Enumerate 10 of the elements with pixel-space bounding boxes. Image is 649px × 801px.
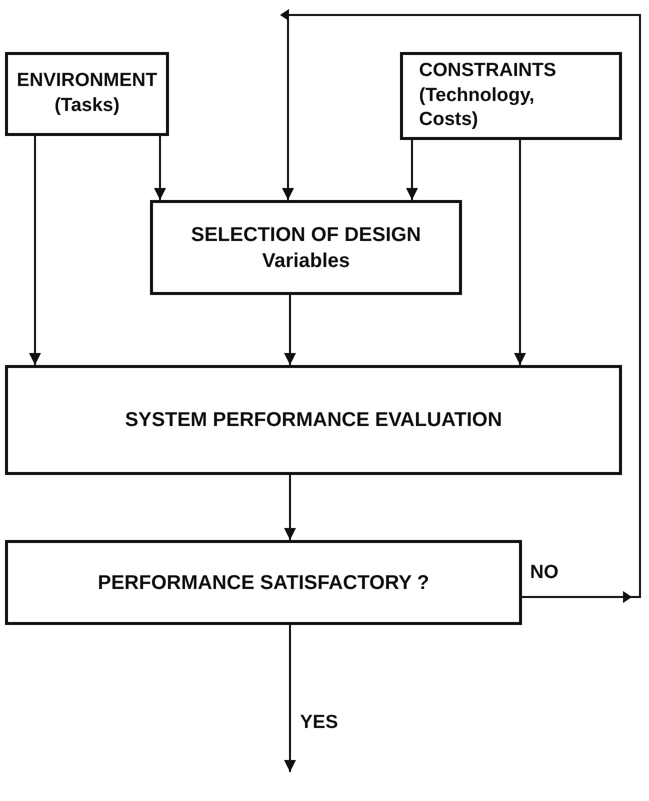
box-label: PERFORMANCE SATISFACTORY ? (98, 570, 430, 596)
process-box (400, 52, 622, 140)
process-box (150, 200, 462, 295)
box-label: SYSTEM PERFORMANCE EVALUATION (124, 408, 502, 433)
process-box (5, 540, 522, 625)
box-label: SELECTION OF DESIGN Variables (190, 222, 422, 274)
box-label: CONSTRAINTS (Technology, Costs) (419, 58, 558, 132)
process-box (5, 365, 622, 475)
process-box (5, 52, 169, 136)
box-label: ENVIRONMENT (Tasks) (16, 69, 158, 118)
